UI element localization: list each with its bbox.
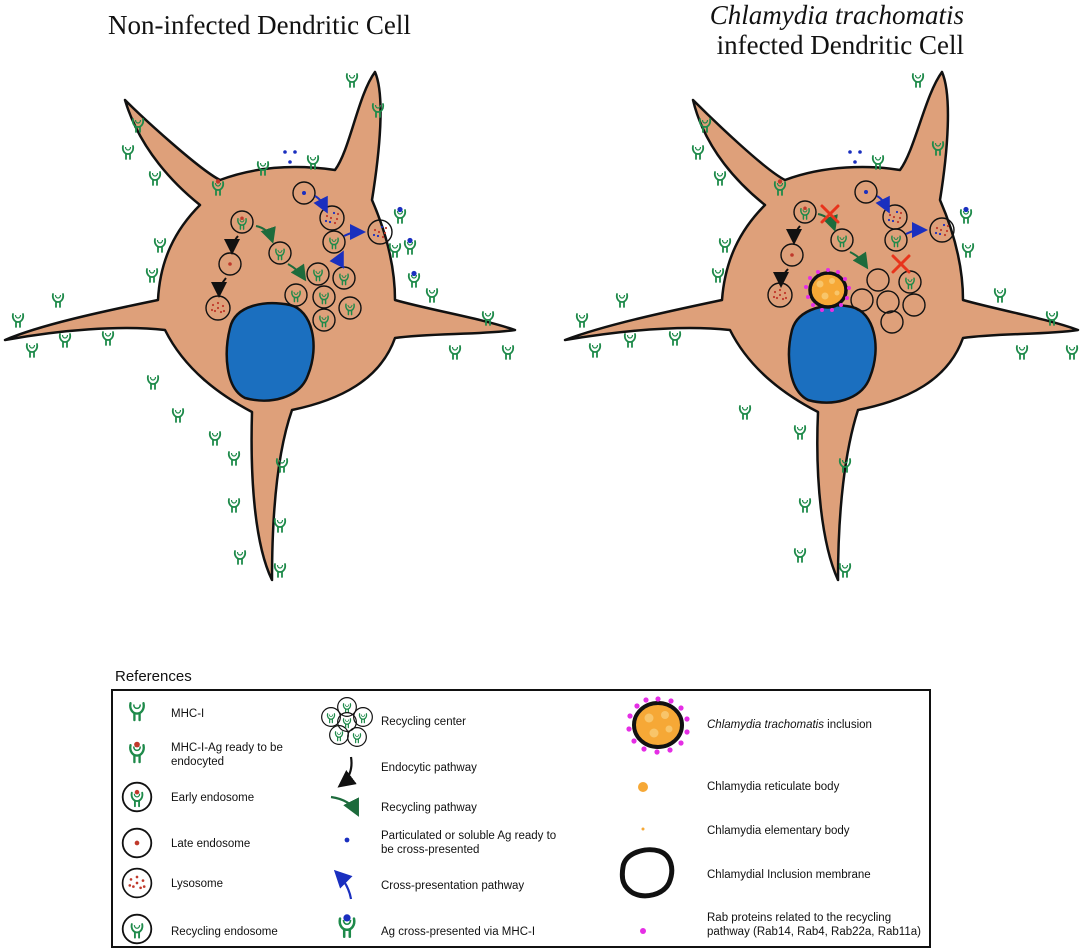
legend-label-elementary-body: Chlamydia elementary body [707,825,850,837]
legend-label-lysosome: Lysosome [171,878,223,890]
lysosome-icon [121,867,153,899]
mhc-i-ag-icon [130,742,144,762]
late-endosome-icon [121,827,153,859]
free-antigen-left [283,150,297,164]
free-antigen-right [848,150,862,164]
ag-cross-presented-icon [340,914,355,937]
antigen-dot-icon [344,837,350,843]
pathway-arrows-left [211,195,366,298]
legend-symbols [121,696,690,946]
legend-label-inclusion-word: inclusion [827,719,872,731]
legend-label-late-endosome: Late endosome [171,838,251,850]
recycling-endosome-icon [123,915,152,944]
legend-label-inclusion-species: Chlamydia trachomatis [707,719,824,731]
elementary-body-icon [641,827,645,831]
nucleus-left [225,301,315,402]
early-endosome-icon [123,783,152,812]
title-infected-species: Chlamydia trachomatis [709,0,964,30]
legend-label-reticulate-body: Chlamydia reticulate body [707,781,840,793]
reticulate-body-icon [638,782,648,792]
mhc-i-icon [129,702,145,722]
blocked-pathway-marks [820,204,911,274]
title-infected: Chlamydia trachomatis infected Dendritic… [710,0,964,60]
legend-label-inclusion-membrane: Chlamydial Inclusion membrane [707,869,871,881]
cells-illustration [3,70,1080,582]
chlamydia-inclusion-in-cell [804,268,851,312]
non-infected-dendritic-cell [3,70,517,582]
title-infected-cell: infected Dendritic Cell [716,30,964,60]
recycling-center-icon [322,698,373,747]
legend-label-recycling-pathway: Recycling pathway [381,802,477,814]
legend-label-soluble-ag: Particulated or soluble Ag ready to be c… [381,830,557,856]
nucleus-right [787,304,877,404]
legend-label-early-endosome: Early endosome [171,792,255,804]
legend-label-mhc-i: MHC-I [171,708,205,720]
chlamydia-inclusion-icon [626,696,690,755]
rab-protein-icon [640,928,646,934]
legend-label-recycling-center: Recycling center [381,716,467,728]
legend-label-recycling-endosome: Recycling endosome [171,926,278,938]
infected-dendritic-cell [563,70,1080,582]
legend-label-rab-proteins: Rab proteins related to the recycling pa… [707,912,921,938]
pathway-arrows-right [773,195,928,288]
references-legend: MHC-I MHC-I-Ag ready to be endocyted Ear… [111,689,931,948]
title-non-infected: Non-infected Dendritic Cell [108,10,411,40]
references-heading: References [115,668,192,685]
recycling-arrow-icon [330,795,359,817]
legend-label-mhc-i-ag: MHC-I-Ag ready to be endocyted [171,742,283,768]
legend-label-cross-presentation: Cross-presentation pathway [381,880,525,892]
endocytic-arrow-icon [337,756,357,788]
legend-label-ag-cross-presented: Ag cross-presented via MHC-I [381,926,536,938]
legend-label-inclusion: Chlamydia trachomatis inclusion [707,718,872,732]
legend-label-endocytic-pathway: Endocytic pathway [381,762,477,774]
inclusion-membrane-icon [619,847,675,899]
cross-presentation-arrow-icon [333,869,353,900]
organelles-right [767,180,955,334]
